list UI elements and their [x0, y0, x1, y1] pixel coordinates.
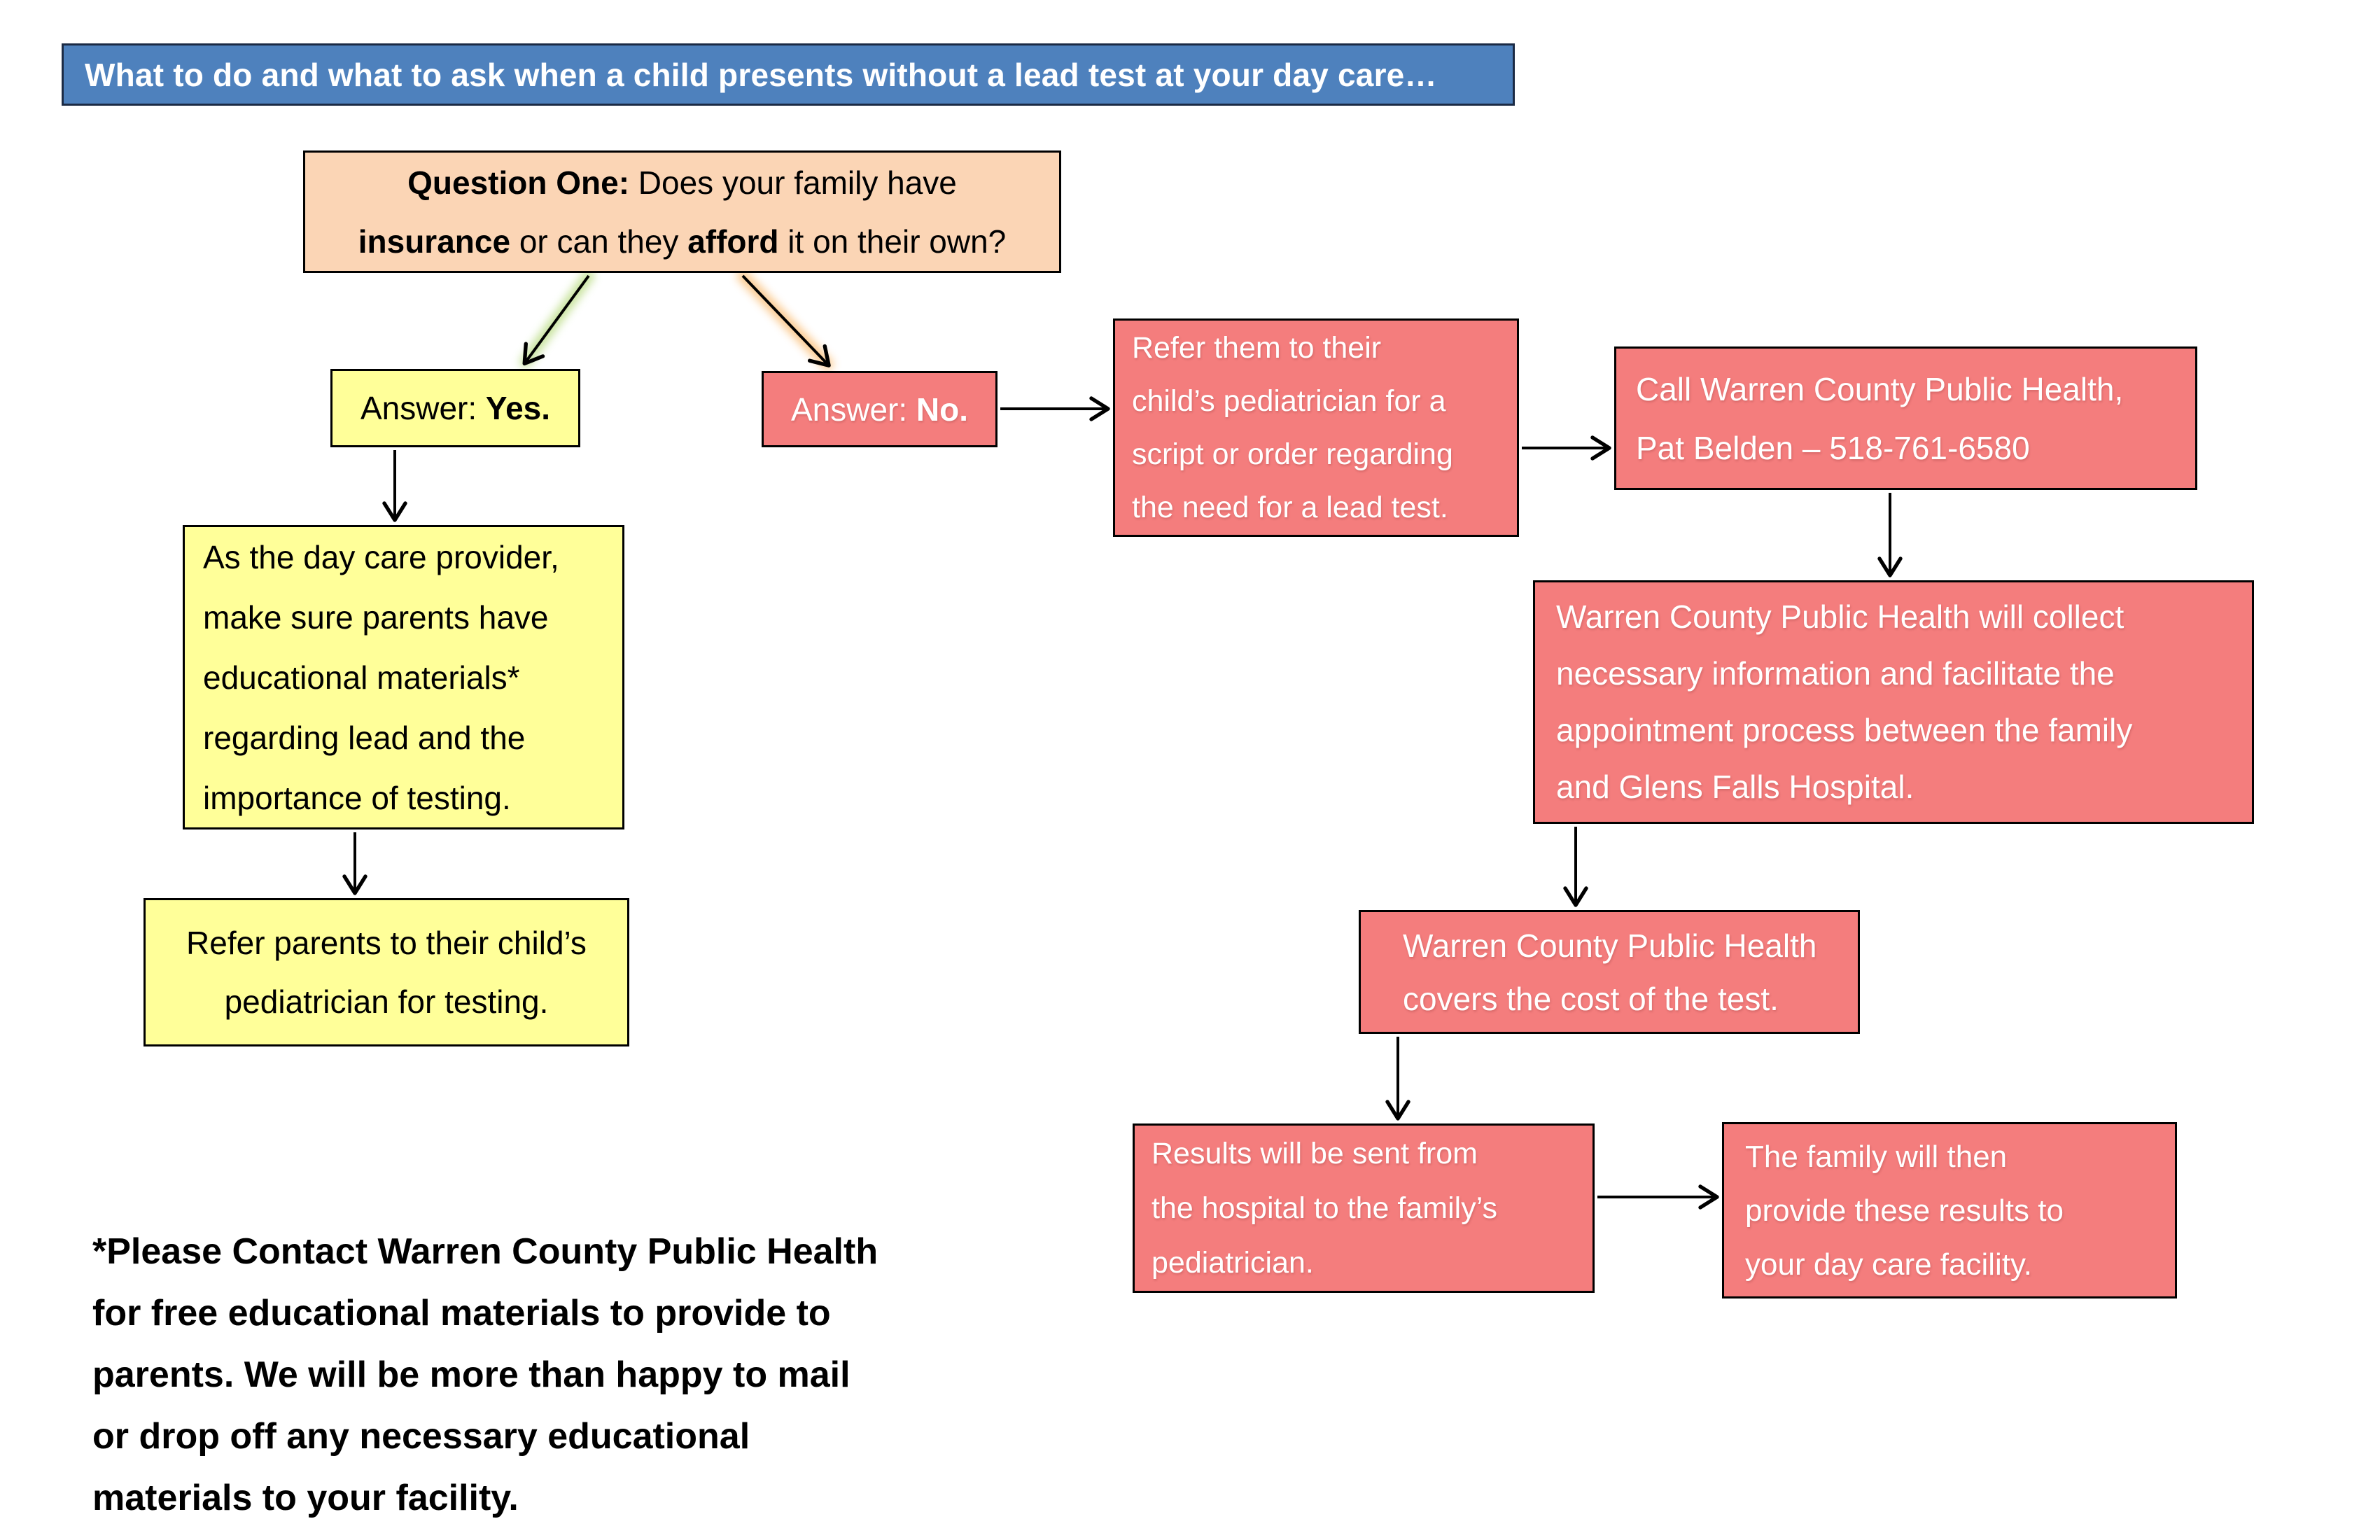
flow-node-line: provide these results to: [1745, 1193, 2064, 1228]
title-banner: What to do and what to ask when a child …: [62, 43, 1515, 106]
flow-node-refer-parents-testing: Refer parents to their child’s pediatrici…: [144, 898, 629, 1046]
flow-node-call-public-health: Call Warren County Public Health, Pat Bel…: [1614, 346, 2197, 490]
flow-node-line: As the day care provider,: [203, 538, 559, 575]
footnote: *Please Contact Warren County Public Hea…: [92, 1221, 897, 1529]
footnote-line: for free educational materials to provid…: [92, 1293, 831, 1334]
flow-node-line: the need for a lead test.: [1132, 491, 1448, 524]
flow-node-family-provides-results: The family will then provide these result…: [1722, 1122, 2177, 1298]
flow-node-line: educational materials*: [203, 659, 520, 696]
footnote-line: *Please Contact Warren County Public Hea…: [92, 1231, 878, 1272]
flow-node-line: Question One: Does your family have: [407, 164, 957, 201]
flow-node-answer-yes: Answer: Yes.: [330, 369, 580, 447]
arrow-q1-to-no: [736, 270, 834, 370]
flow-node-line: Warren County Public Health: [1403, 927, 1817, 964]
footnote-line: or drop off any necessary educational: [92, 1416, 750, 1457]
flow-node-refer-pediatrician-script: Refer them to their child’s pediatrician …: [1113, 318, 1519, 537]
footnote-line: materials to your facility.: [92, 1478, 519, 1518]
flow-node-results-sent: Results will be sent from the hospital to…: [1133, 1124, 1595, 1293]
flow-node-daycare-provider-materials: As the day care provider, make sure paren…: [183, 525, 624, 830]
flow-node-line: Warren County Public Health will collect: [1556, 598, 2124, 635]
flow-node-line: covers the cost of the test.: [1403, 980, 1779, 1017]
flow-node-line: Refer them to their: [1132, 331, 1382, 365]
flow-node-covers-cost: Warren County Public Health covers the co…: [1359, 910, 1860, 1034]
flow-node-line: appointment process between the family: [1556, 712, 2133, 748]
flow-node-line: Refer parents to their child’s: [186, 925, 587, 961]
flow-node-line: Results will be sent from: [1152, 1137, 1478, 1170]
flow-node-line: insurance or can they afford it on their…: [358, 223, 1007, 260]
flow-node-line: make sure parents have: [203, 598, 549, 636]
flow-node-line: child’s pediatrician for a: [1132, 384, 1446, 418]
flow-node-line: Answer: Yes.: [360, 390, 551, 426]
flow-node-line: pediatrician for testing.: [224, 983, 549, 1020]
flow-node-line: the hospital to the family’s: [1152, 1191, 1497, 1225]
flow-node-answer-no: Answer: No.: [762, 371, 997, 447]
flow-node-line: regarding lead and the: [203, 719, 526, 756]
flow-node-line: Call Warren County Public Health,: [1636, 370, 2124, 407]
flow-node-question-one: Question One: Does your family have insur…: [303, 150, 1061, 273]
flow-node-line: your day care facility.: [1745, 1247, 2033, 1282]
footnote-line: parents. We will be more than happy to m…: [92, 1354, 850, 1395]
flow-node-line: Answer: No.: [790, 391, 969, 428]
flow-node-line: and Glens Falls Hospital.: [1556, 769, 1914, 805]
flow-node-collect-info: Warren County Public Health will collect…: [1533, 580, 2254, 824]
flow-node-line: The family will then: [1745, 1139, 2008, 1174]
flow-node-line: necessary information and facilitate the: [1556, 655, 2115, 692]
flow-node-line: script or order regarding: [1132, 438, 1453, 471]
flow-node-line: Pat Belden – 518-761-6580: [1636, 429, 2030, 466]
flow-node-line: importance of testing.: [203, 779, 511, 816]
arrow-q1-to-yes: [519, 270, 595, 368]
flow-node-line: pediatrician.: [1152, 1246, 1314, 1280]
